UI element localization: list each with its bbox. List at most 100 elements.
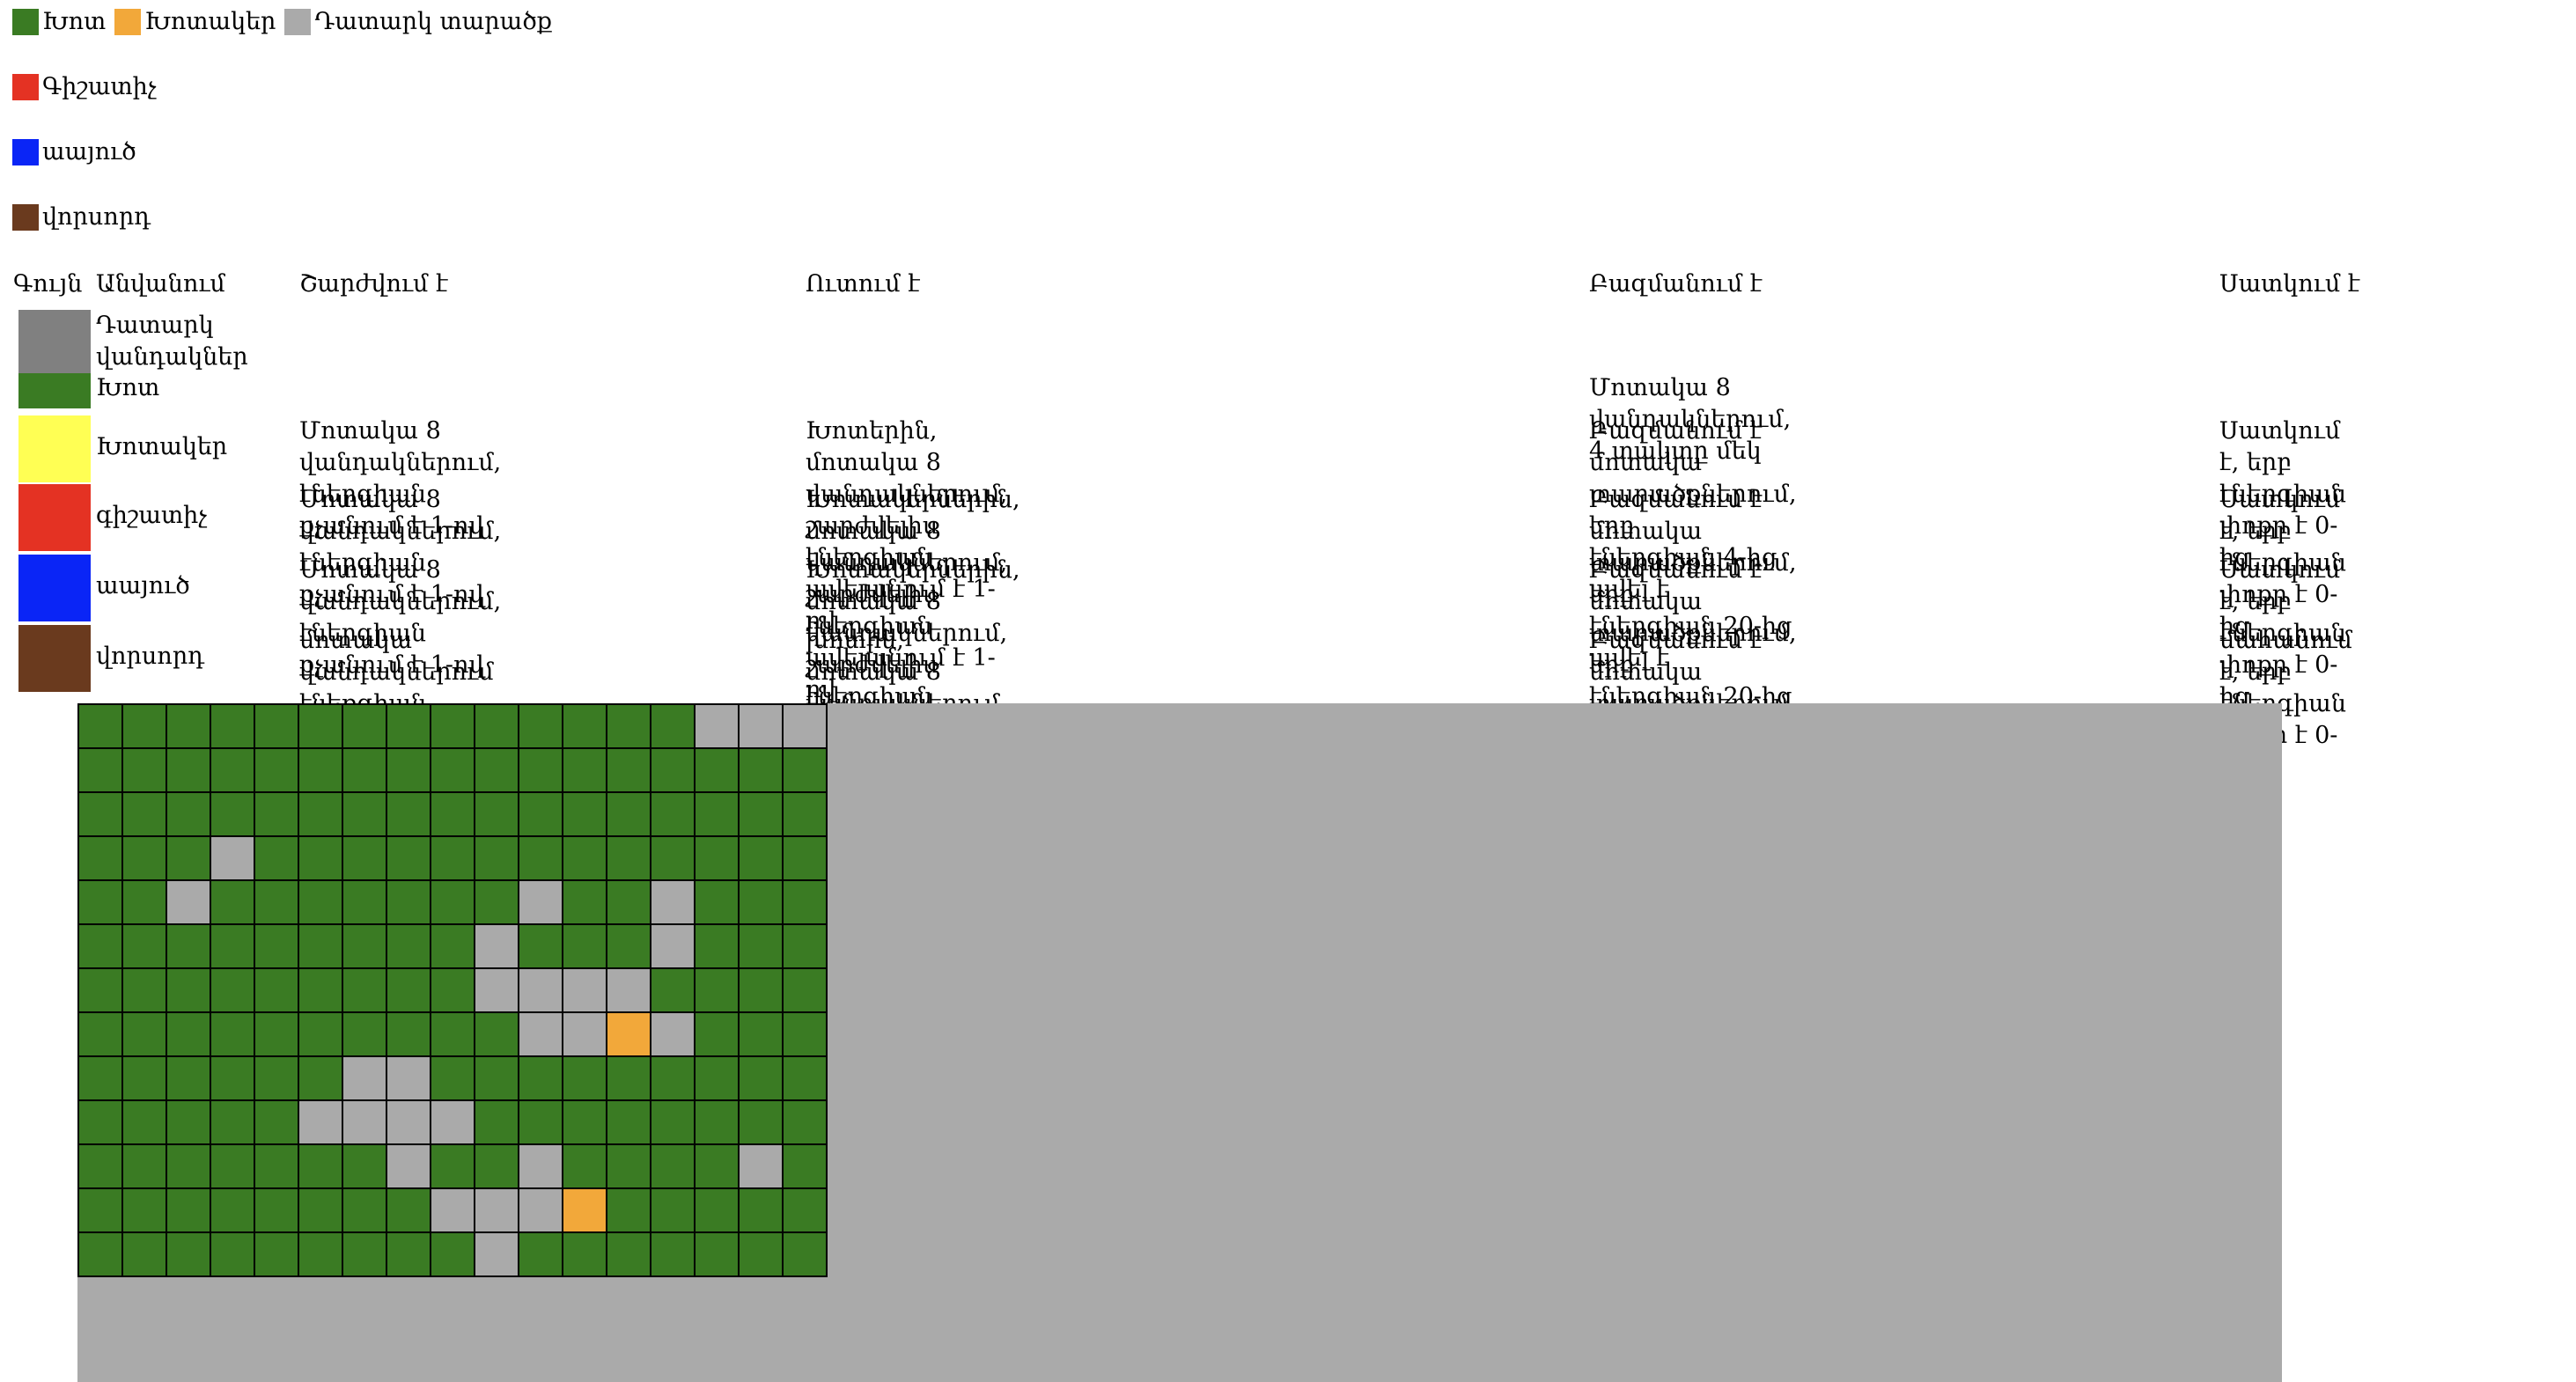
grass-cell	[123, 969, 166, 1011]
empty-cell	[607, 969, 650, 1011]
grass-cell	[519, 1101, 562, 1143]
legend-row: վորսորդ	[12, 202, 561, 232]
grass-cell	[563, 749, 606, 791]
grass-cell	[563, 837, 606, 879]
grass-cell	[255, 837, 298, 879]
grass-cell	[167, 793, 210, 835]
grass-cell	[784, 793, 826, 835]
legend-item: Խոտակեր	[114, 7, 276, 37]
legend-label: Գիշատիչ	[42, 73, 157, 100]
legend-label: Խոտ	[42, 8, 107, 35]
grass-cell	[651, 749, 694, 791]
empty-cell	[431, 1101, 474, 1143]
grass-cell	[211, 969, 254, 1011]
legend-label: Դատարկ տարածք	[314, 8, 553, 35]
grass-cell	[475, 705, 518, 747]
grass-cell	[387, 1013, 430, 1055]
grass-cell	[431, 881, 474, 923]
grass-cell	[79, 1233, 121, 1275]
grass-cell	[431, 1233, 474, 1275]
grass-cell	[167, 1233, 210, 1275]
grass-cell	[651, 969, 694, 1011]
grass-cell	[740, 969, 782, 1011]
grass-cell	[167, 705, 210, 747]
legend-swatch	[12, 9, 39, 35]
rule-color-swatch	[18, 555, 91, 621]
grass-cell	[255, 1233, 298, 1275]
grass-cell	[387, 969, 430, 1011]
grass-cell	[255, 793, 298, 835]
legend-swatch	[12, 74, 39, 100]
grass-cell	[784, 969, 826, 1011]
empty-cell	[563, 1013, 606, 1055]
grass-cell	[784, 1013, 826, 1055]
grass-cell	[343, 1145, 386, 1187]
grass-cell	[167, 1189, 210, 1231]
legend-row: աայուծ	[12, 137, 561, 167]
grass-cell	[519, 1057, 562, 1099]
empty-cell	[519, 1189, 562, 1231]
grass-cell	[740, 793, 782, 835]
rule-name: Խոտակեր	[96, 433, 228, 460]
rule-eats: Խոտերին, մոտակա 8 վանդակներում, շարժվելի…	[806, 417, 1008, 635]
grass-cell	[343, 837, 386, 879]
grass-cell	[740, 881, 782, 923]
empty-cell	[519, 881, 562, 923]
grass-cell	[343, 925, 386, 967]
grass-cell	[431, 705, 474, 747]
rule-color-swatch	[18, 373, 91, 408]
grass-cell	[696, 1101, 738, 1143]
legend-label: աայուծ	[42, 138, 136, 165]
rule-breeds: Բազմանում է մոտակա տարածքներում, երբ էնե…	[1589, 417, 1797, 603]
empty-cell	[299, 1101, 342, 1143]
grass-cell	[431, 1145, 474, 1187]
grass-cell	[299, 749, 342, 791]
grass-cell	[607, 1101, 650, 1143]
grass-cell	[563, 705, 606, 747]
grass-cell	[651, 793, 694, 835]
grass-cell	[784, 1189, 826, 1231]
grass-cell	[563, 1057, 606, 1099]
grass-cell	[123, 1057, 166, 1099]
grass-cell	[563, 925, 606, 967]
grass-cell	[519, 925, 562, 967]
rule-color-swatch	[18, 415, 91, 482]
grass-cell	[79, 969, 121, 1011]
grass-cell	[696, 793, 738, 835]
grass-cell	[211, 881, 254, 923]
grass-cell	[255, 1057, 298, 1099]
grass-cell	[696, 837, 738, 879]
grass-cell	[343, 969, 386, 1011]
empty-cell	[475, 969, 518, 1011]
grass-cell	[255, 925, 298, 967]
grass-cell	[343, 793, 386, 835]
grass-cell	[563, 1101, 606, 1143]
grass-cell	[255, 1013, 298, 1055]
grass-cell	[387, 925, 430, 967]
legend-item: Դատարկ տարածք	[284, 7, 552, 37]
grass-cell	[79, 837, 121, 879]
grass-cell	[255, 969, 298, 1011]
rule-name: աայուծ	[96, 572, 190, 599]
grass-cell	[343, 705, 386, 747]
rule-name: գիշատիչ	[96, 502, 208, 529]
grass-cell	[299, 705, 342, 747]
grass-cell	[299, 793, 342, 835]
grass-cell	[79, 749, 121, 791]
grass-cell	[431, 969, 474, 1011]
grass-cell	[211, 793, 254, 835]
empty-cell	[563, 969, 606, 1011]
grass-cell	[79, 1145, 121, 1187]
rule-moves: Մոտակա 8 վանդակներում, էներգիան քչանում …	[299, 486, 502, 608]
grass-cell	[651, 1145, 694, 1187]
grass-cell	[475, 1013, 518, 1055]
grass-cell	[475, 793, 518, 835]
rule-dies: Սատկում է, երբ էներգիան փոքր է 0-ից	[2219, 417, 2346, 571]
grass-cell	[79, 1101, 121, 1143]
grass-cell	[431, 1057, 474, 1099]
grass-cell	[123, 1233, 166, 1275]
grass-cell	[299, 1057, 342, 1099]
grass-cell	[255, 1145, 298, 1187]
empty-cell	[475, 1189, 518, 1231]
grass-cell	[255, 1101, 298, 1143]
